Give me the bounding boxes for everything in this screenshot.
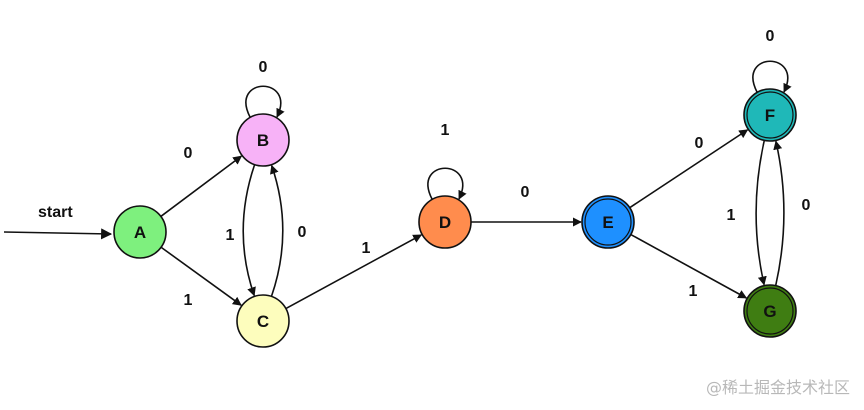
state-circle-b bbox=[236, 113, 290, 167]
transition-label-f-f: 0 bbox=[766, 28, 775, 45]
state-label-b: B bbox=[257, 131, 269, 150]
transition-b-c bbox=[242, 164, 256, 297]
state-circle-a bbox=[113, 205, 167, 259]
states: A B C D E F G bbox=[113, 88, 797, 348]
accepting-ring-e bbox=[584, 198, 632, 246]
state-circle-e bbox=[581, 195, 635, 249]
transition-a-c bbox=[160, 246, 242, 306]
transition-label-e-g: 1 bbox=[689, 283, 698, 300]
state-label-g: G bbox=[763, 302, 776, 321]
state-e: E bbox=[581, 195, 635, 249]
transition-c-b bbox=[270, 164, 284, 297]
state-label-e: E bbox=[602, 213, 613, 232]
transition-labels: 0 1 0 1 0 1 1 0 0 1 0 1 0 bbox=[184, 28, 811, 309]
transition-e-f bbox=[629, 129, 749, 209]
accepting-ring-f bbox=[746, 91, 794, 139]
state-label-a: A bbox=[134, 223, 146, 242]
state-circle-f bbox=[743, 88, 797, 142]
transition-b-b bbox=[245, 85, 285, 118]
transition-a-b bbox=[160, 155, 243, 218]
transition-f-f bbox=[752, 60, 792, 93]
transition-g-f bbox=[773, 140, 785, 286]
state-label-c: C bbox=[257, 312, 269, 331]
state-a: A bbox=[113, 205, 167, 259]
accepting-ring-g bbox=[746, 287, 794, 335]
state-circle-c bbox=[236, 294, 290, 348]
transition-label-a-b: 0 bbox=[184, 145, 193, 162]
state-g: G bbox=[743, 284, 797, 338]
transition-label-a-c: 1 bbox=[184, 292, 193, 309]
transitions bbox=[160, 60, 792, 310]
transition-f-g bbox=[755, 140, 767, 286]
transition-label-b-c: 1 bbox=[226, 227, 235, 244]
state-label-d: D bbox=[439, 213, 451, 232]
transition-label-d-e: 0 bbox=[521, 184, 530, 201]
start-arrow: start bbox=[3, 204, 113, 240]
state-circle-d bbox=[418, 195, 472, 249]
transition-e-g bbox=[630, 233, 748, 299]
start-label: start bbox=[38, 204, 73, 221]
state-circle-g bbox=[743, 284, 797, 338]
state-d: D bbox=[418, 195, 472, 249]
transition-c-d bbox=[285, 234, 423, 310]
transition-label-c-d: 1 bbox=[362, 240, 371, 257]
state-f: F bbox=[743, 88, 797, 142]
transition-d-d bbox=[427, 167, 467, 200]
transition-label-c-b: 0 bbox=[298, 224, 307, 241]
transition-label-d-d: 1 bbox=[441, 122, 450, 139]
transition-label-b-b: 0 bbox=[259, 59, 268, 76]
watermark: @稀土掘金技术社区 bbox=[705, 378, 850, 397]
state-c: C bbox=[236, 294, 290, 348]
transition-label-f-g: 1 bbox=[727, 207, 736, 224]
state-label-f: F bbox=[765, 106, 775, 125]
transition-label-e-f: 0 bbox=[695, 135, 704, 152]
transition-label-g-f: 0 bbox=[802, 197, 811, 214]
state-b: B bbox=[236, 113, 290, 167]
